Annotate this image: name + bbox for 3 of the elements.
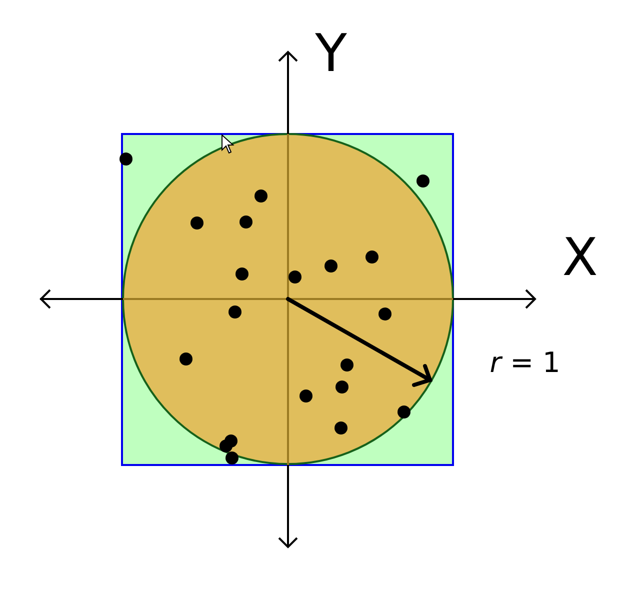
radius-label: r = 1 [490, 349, 560, 377]
axis-label: Y [315, 28, 347, 80]
axis-label: X [562, 232, 598, 284]
